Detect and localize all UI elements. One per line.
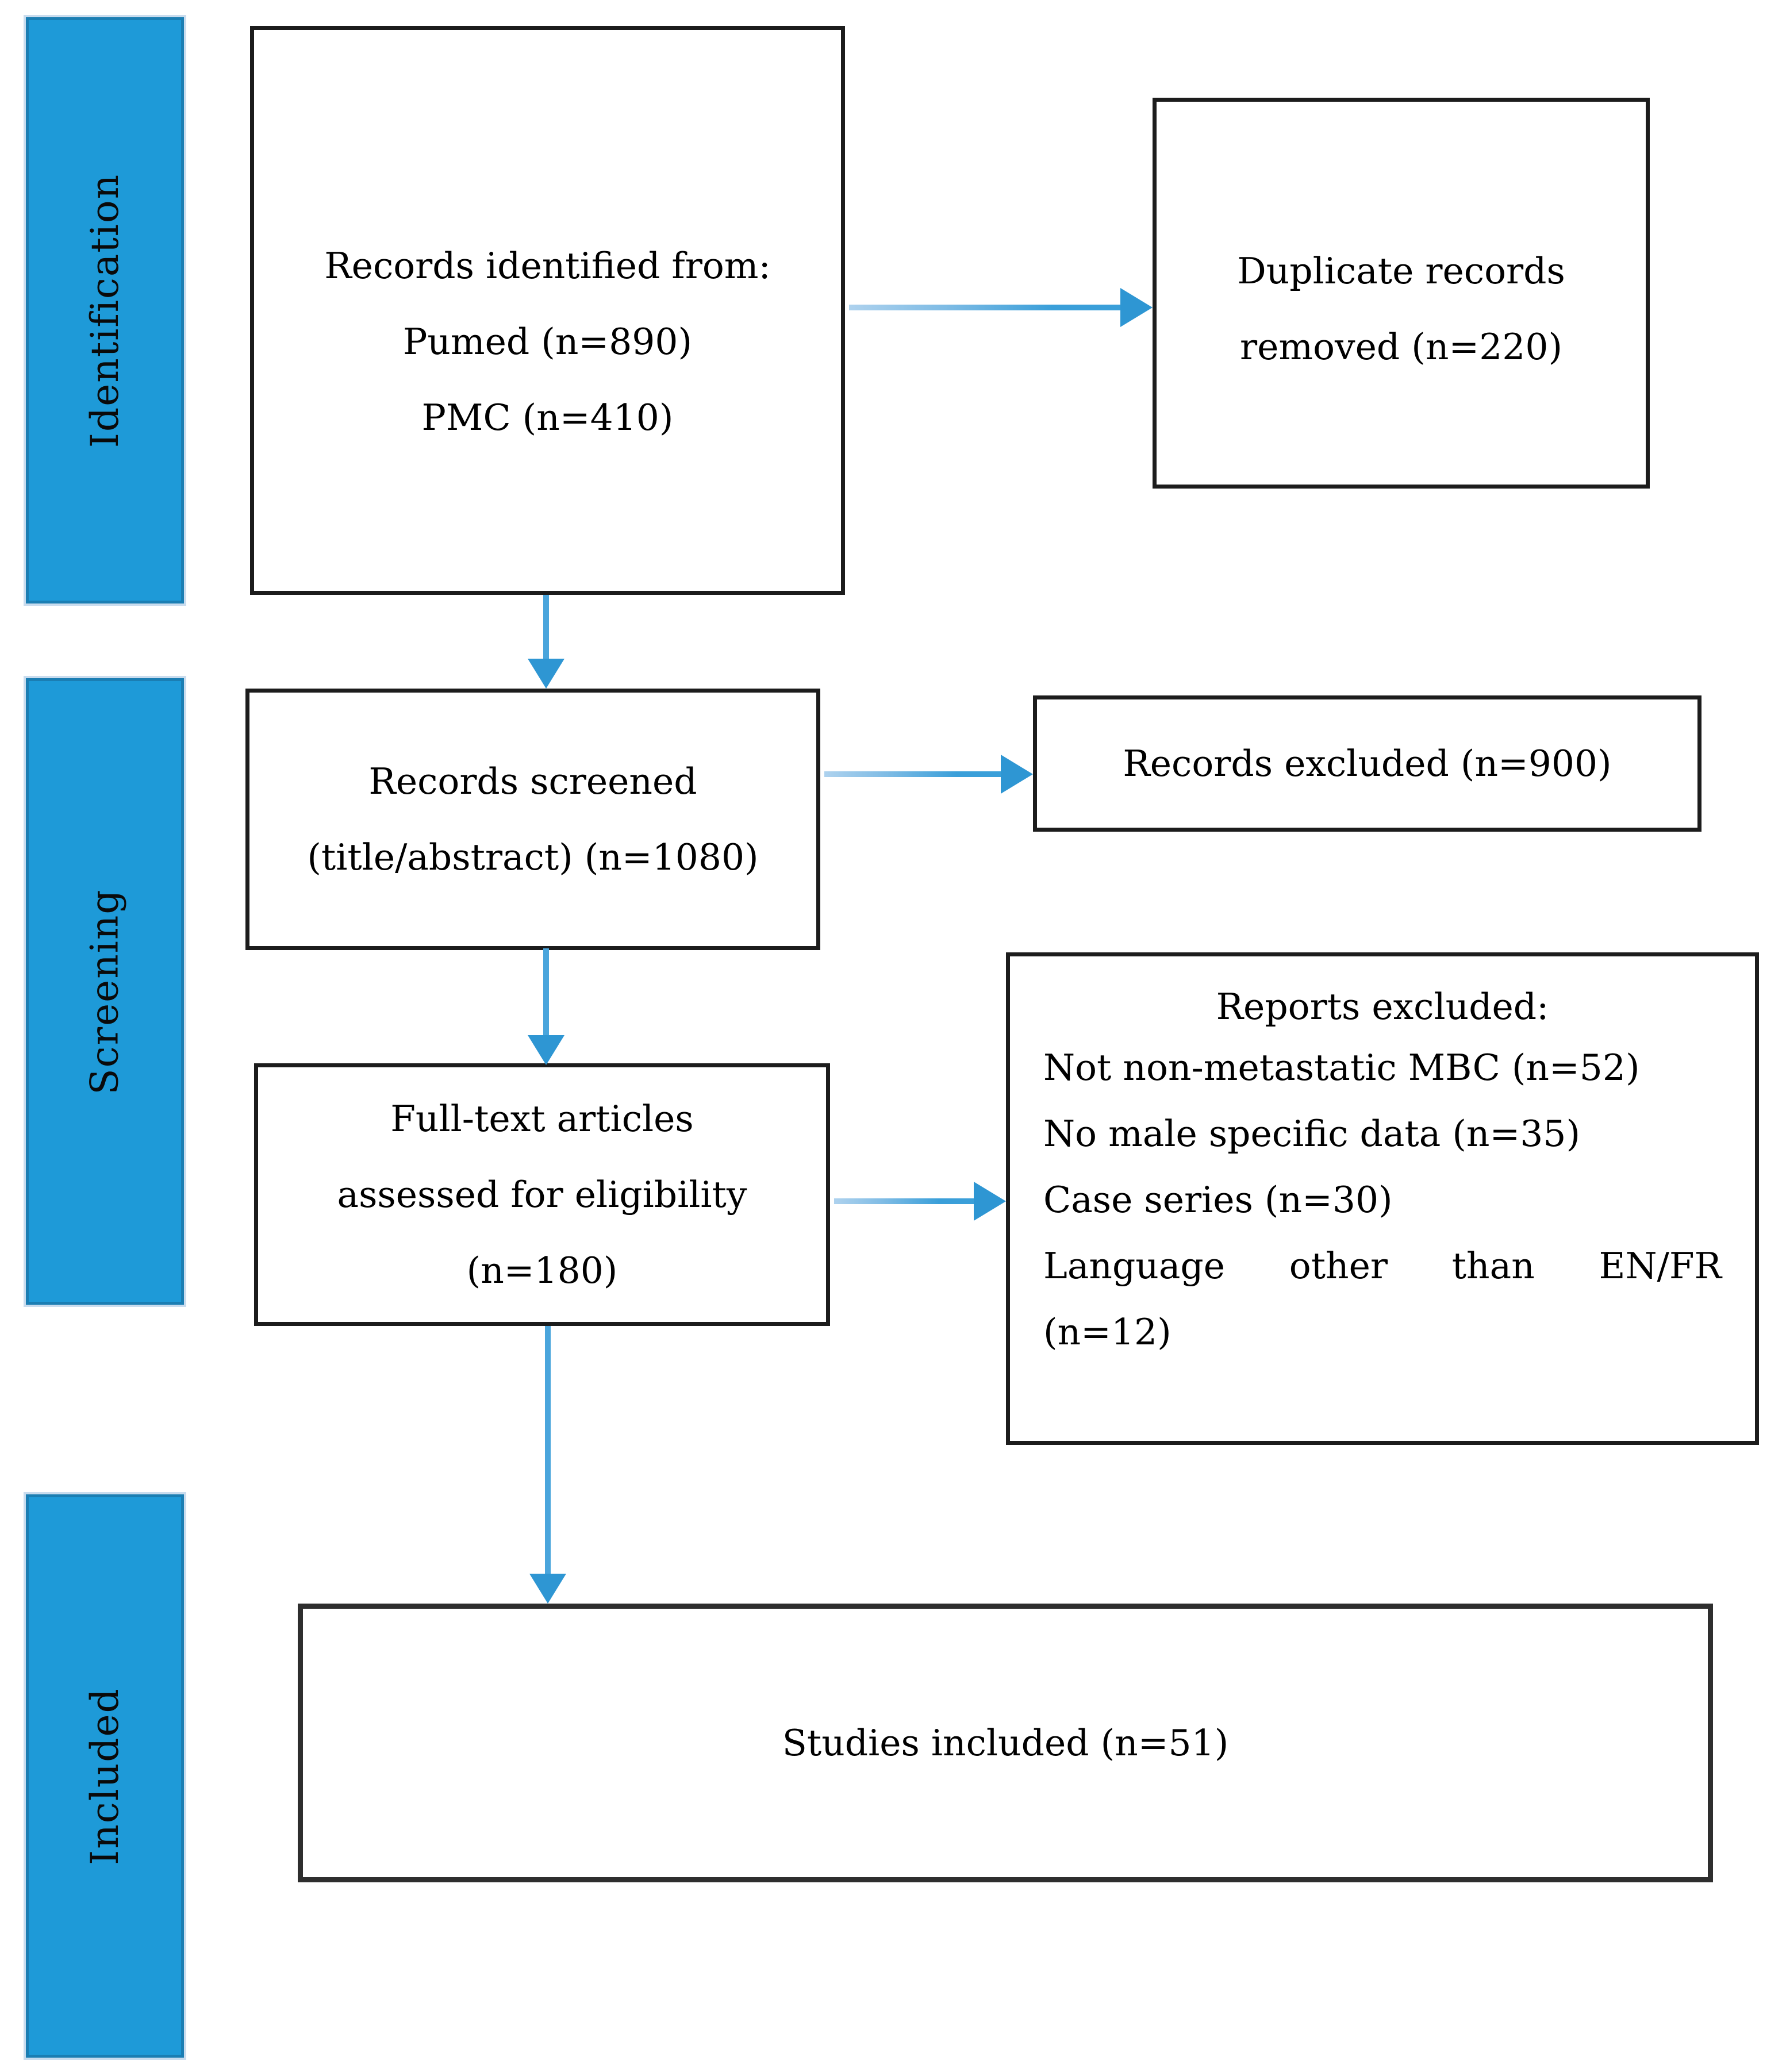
box-records-identified: Records identified from: Pumed (n=890) P…: [250, 26, 845, 595]
box-line: Duplicate records: [1237, 250, 1565, 292]
box-line: (n=180): [466, 1249, 618, 1291]
arrow-head-down-icon: [529, 1574, 566, 1604]
arrow-shaft: [543, 948, 549, 1035]
box-records-excluded: Records excluded (n=900): [1033, 695, 1701, 832]
arrow-screened-to-excluded: [824, 755, 1033, 794]
stage-bar-included: Included: [26, 1494, 184, 2058]
arrow-shaft: [849, 305, 1120, 310]
box-line: Pumed (n=890): [402, 321, 693, 363]
exclusion-reason: Language other than EN/FR: [1043, 1245, 1722, 1287]
stage-bar-identification: Identification: [26, 17, 184, 603]
arrow-head-down-icon: [528, 659, 564, 689]
box-line: assessed for eligibility: [337, 1173, 747, 1216]
stage-label-identification: Identification: [83, 173, 127, 448]
box-line: (title/abstract) (n=1080): [307, 836, 759, 878]
box-full-text-assessed: Full-text articles assessed for eligibil…: [254, 1063, 830, 1326]
box-line: PMC (n=410): [421, 397, 674, 439]
box-reports-excluded: Reports excluded: Not non-metastatic MBC…: [1006, 952, 1759, 1445]
stage-label-screening: Screening: [83, 888, 127, 1095]
stage-label-included: Included: [83, 1687, 127, 1865]
reports-excluded-title: Reports excluded:: [1216, 986, 1549, 1028]
arrow-identified-to-screened: [528, 595, 564, 689]
arrow-identified-to-duplicates: [849, 288, 1153, 327]
arrow-shaft: [834, 1198, 974, 1204]
arrow-head-down-icon: [528, 1035, 564, 1065]
box-line: Records screened: [368, 760, 697, 802]
exclusion-reason: Case series (n=30): [1043, 1179, 1393, 1221]
arrow-shaft: [824, 771, 1001, 777]
arrow-screened-to-fulltext: [528, 948, 564, 1065]
arrow-shaft: [545, 1326, 551, 1574]
box-records-screened: Records screened (title/abstract) (n=108…: [245, 689, 820, 950]
box-line: Records identified from:: [324, 245, 771, 287]
box-line: Records excluded (n=900): [1123, 742, 1612, 785]
arrow-shaft: [543, 595, 549, 659]
box-studies-included: Studies included (n=51): [298, 1604, 1713, 1882]
stage-bar-screening: Screening: [26, 678, 184, 1305]
arrow-fulltext-to-included: [529, 1326, 566, 1604]
box-line: removed (n=220): [1239, 326, 1563, 368]
exclusion-reason: (n=12): [1043, 1311, 1172, 1353]
exclusion-reason: Not non-metastatic MBC (n=52): [1043, 1047, 1640, 1089]
exclusion-reason: No male specific data (n=35): [1043, 1113, 1581, 1155]
arrow-fulltext-to-reports-excluded: [834, 1182, 1006, 1221]
arrow-head-right-icon: [1001, 755, 1033, 794]
box-line: Full-text articles: [390, 1097, 694, 1140]
arrow-head-right-icon: [1120, 288, 1153, 327]
box-duplicate-records-removed: Duplicate records removed (n=220): [1153, 98, 1650, 489]
box-line: Studies included (n=51): [782, 1721, 1229, 1764]
arrow-head-right-icon: [974, 1182, 1006, 1221]
